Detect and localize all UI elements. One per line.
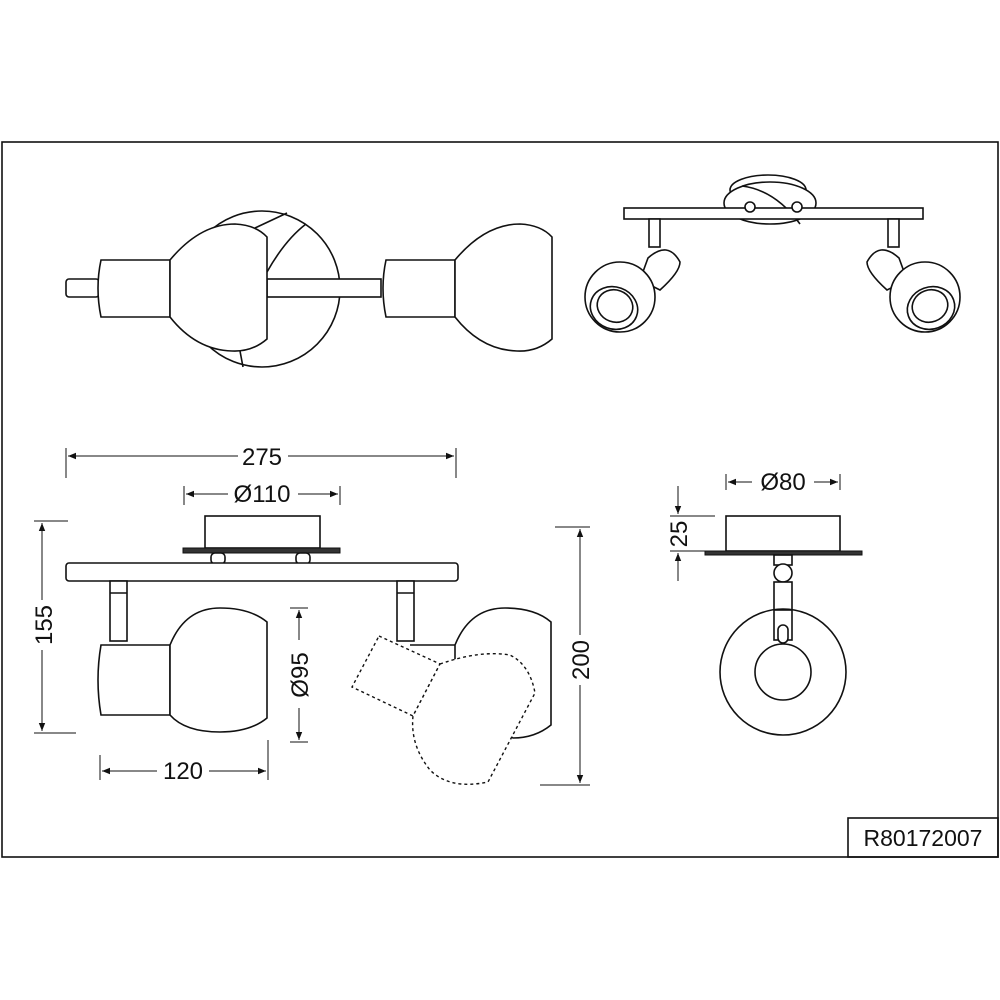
dim-label: 120 [163,758,203,785]
dim-height-fixed: 155 [30,520,76,734]
dim-label: 200 [568,640,595,680]
dim-overall-length: 275 [65,444,457,478]
dim-height-max: 200 [540,526,595,786]
perspective-view [584,174,961,333]
front-view [65,515,552,785]
dim-label: Ø110 [234,481,291,508]
dim-label: 275 [242,444,282,471]
dim-label: Ø80 [760,469,805,496]
dim-shade-diameter: Ø95 [287,607,314,743]
dim-canopy-height: 25 [666,486,715,581]
dim-spot-length: 120 [99,740,269,785]
dim-label: 155 [31,605,58,645]
dim-label: Ø95 [287,652,314,697]
dim-label: 25 [666,521,693,548]
top-view [65,210,553,368]
dim-canopy-diameter: Ø110 [183,481,341,508]
side-view [704,515,863,736]
product-code: R80172007 [864,825,983,851]
drawing-frame [1,141,999,858]
product-code-box: R80172007 [847,817,999,858]
dim-side-canopy-diameter: Ø80 [725,469,841,496]
